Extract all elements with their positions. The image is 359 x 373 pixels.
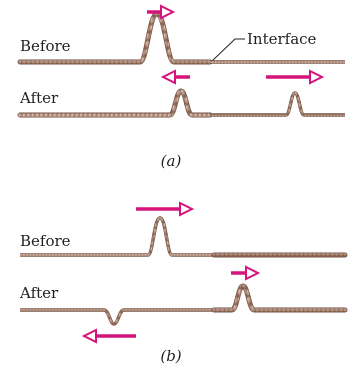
- after-label-b: After: [19, 284, 59, 302]
- arrow-left-reflected-b: [84, 330, 136, 342]
- interface-pointer-line: [211, 39, 245, 62]
- arrow-left-reflected-a: [163, 71, 190, 83]
- rope-after-a-thin: [210, 93, 345, 115]
- rope-after-a-thin-beads: [210, 93, 345, 115]
- before-label-a: Before: [20, 37, 71, 55]
- rope-after-b-thick-beads: [214, 286, 345, 310]
- arrow-right-transmitted-a: [266, 71, 322, 83]
- panel-a: Before After Interface (a): [19, 6, 345, 170]
- caption-a: (a): [161, 152, 182, 170]
- after-label-a: After: [19, 89, 59, 107]
- interface-label: Interface: [247, 30, 317, 48]
- panel-b: Before After (b): [19, 203, 345, 365]
- caption-b: (b): [160, 347, 181, 365]
- arrow-right-before-b: [136, 203, 192, 215]
- arrow-right-before-a: [147, 6, 173, 18]
- arrow-right-transmitted-b: [231, 267, 258, 279]
- before-label-b: Before: [20, 232, 71, 250]
